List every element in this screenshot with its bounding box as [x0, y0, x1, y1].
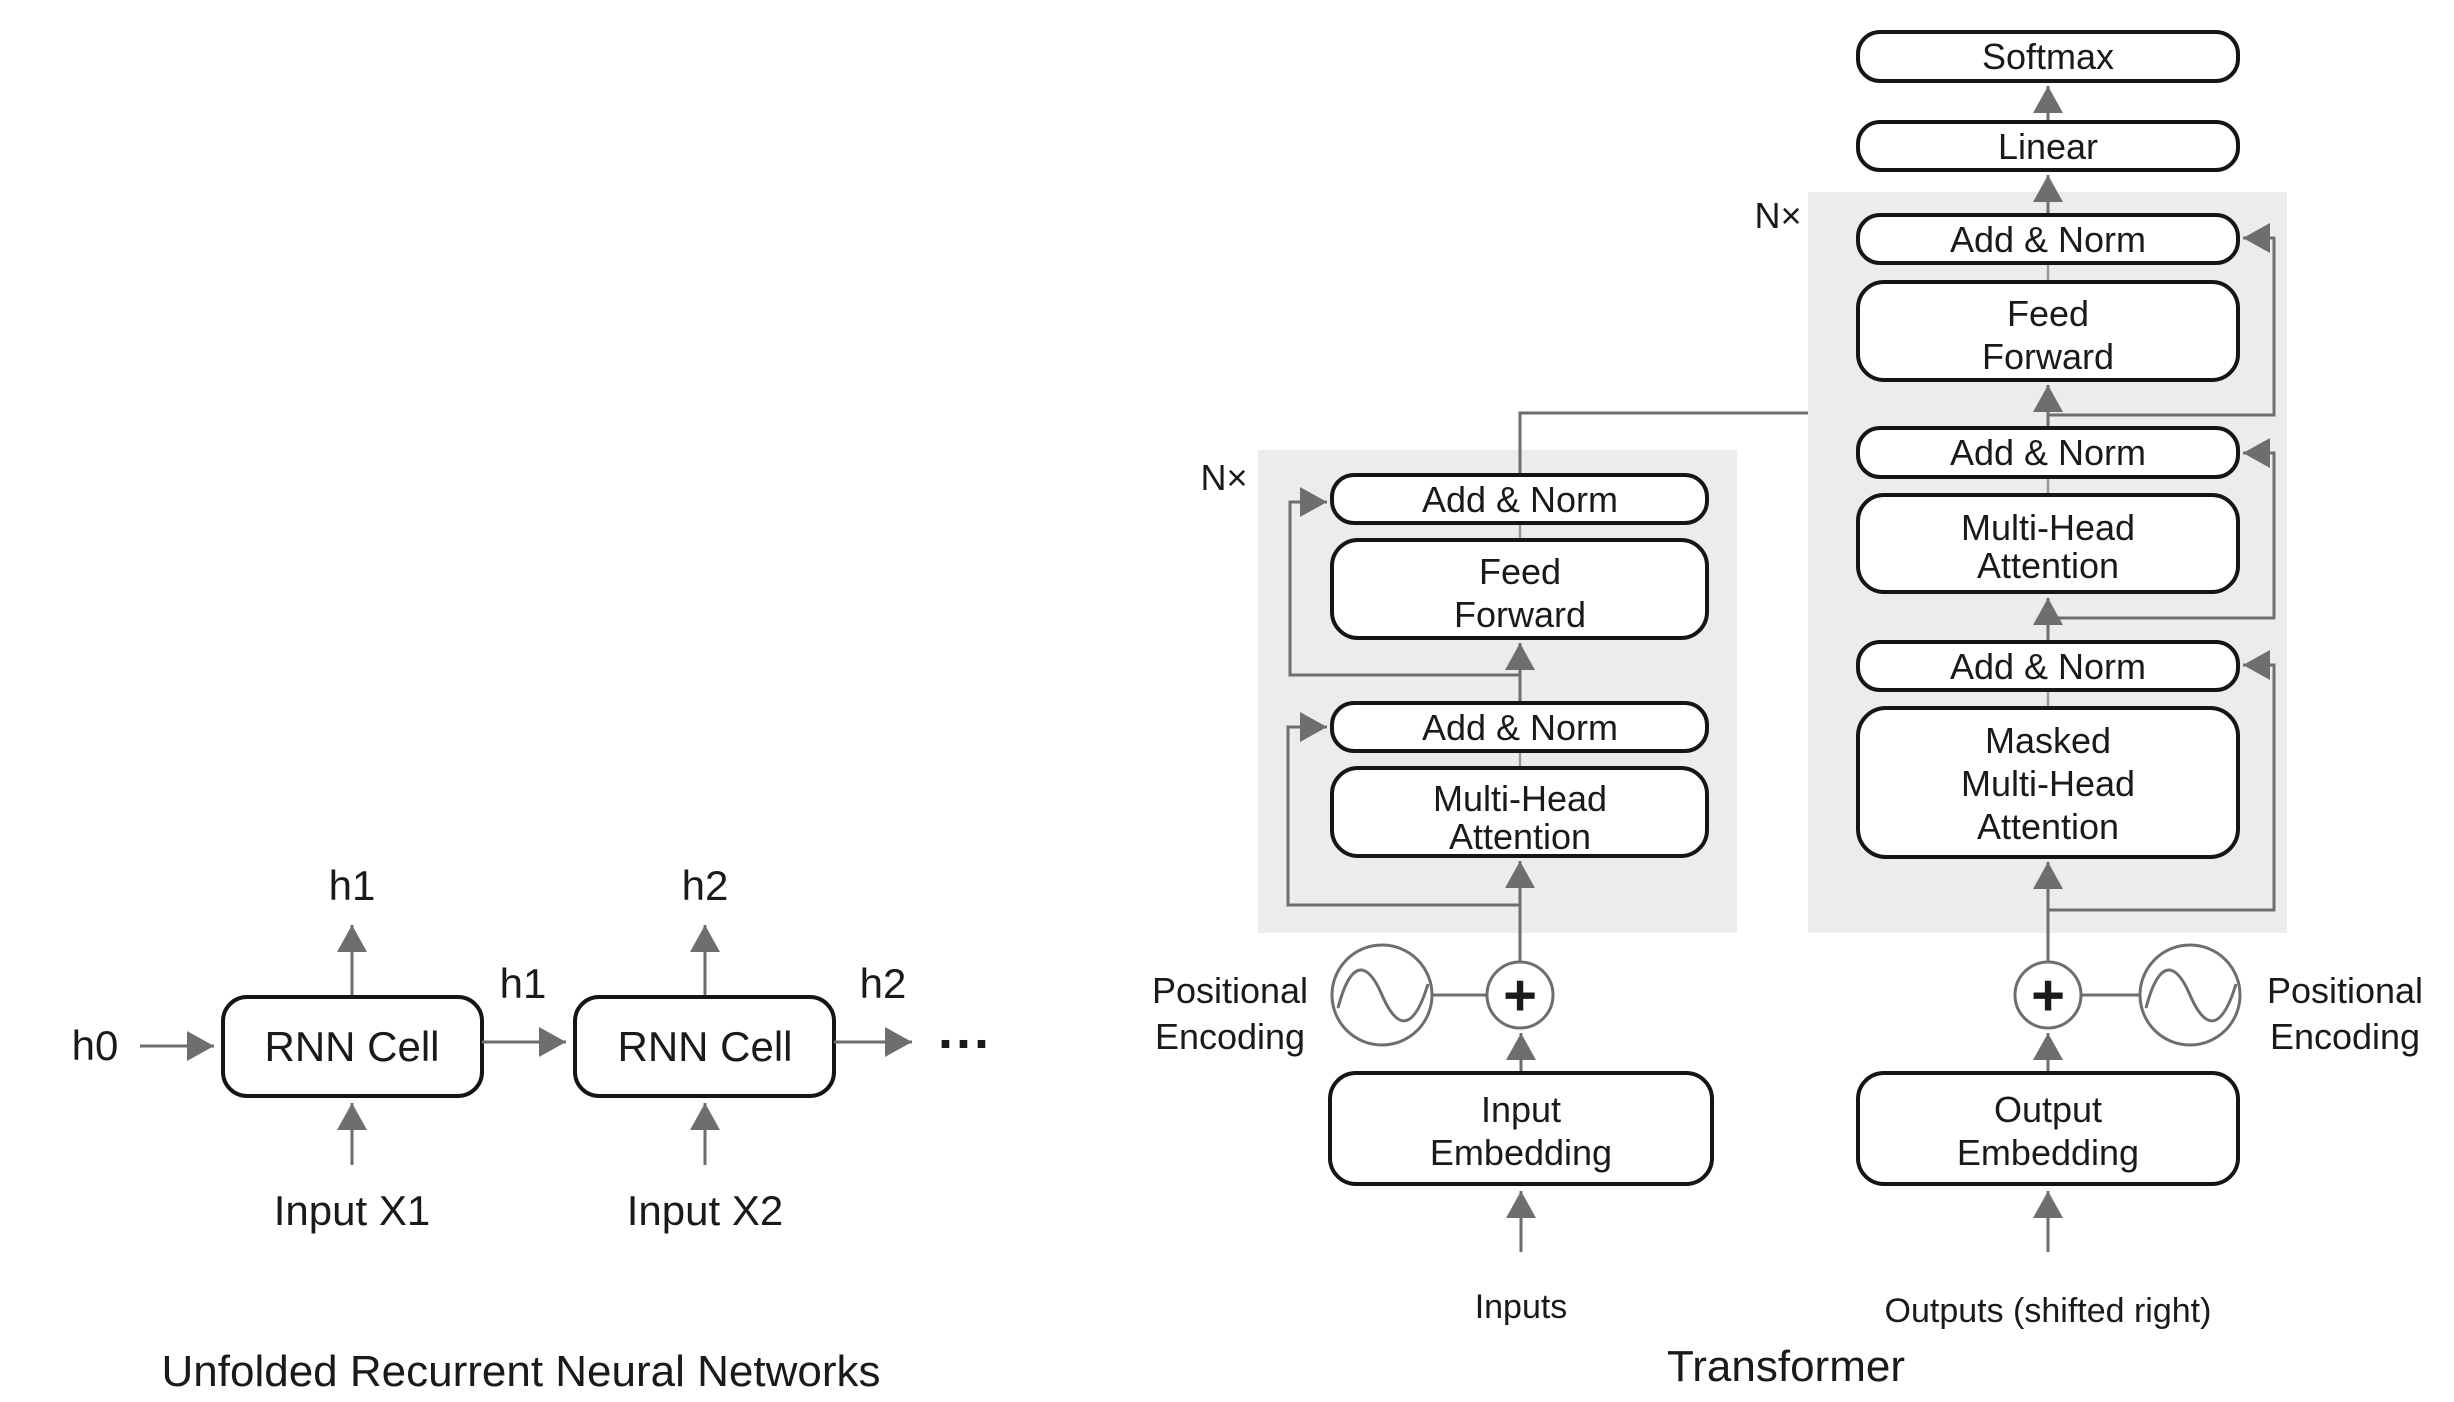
encoder-add-norm-1-box: [1330, 473, 1709, 525]
encoder-positional-label-1: Positional: [1152, 970, 1308, 1011]
encoder-feed-forward-box: [1330, 538, 1709, 640]
decoder-plus-icon: +: [2031, 963, 2065, 1028]
outputs-label: Outputs (shifted right): [1885, 1292, 2212, 1330]
encoder-plus-icon: +: [1503, 963, 1537, 1028]
rnn-cell-2-box: [573, 995, 836, 1098]
masked-multi-head-attention-label-3: Attention: [1977, 806, 2119, 847]
encoder-multi-head-attention-label-1: Multi-Head: [1433, 778, 1607, 819]
decoder-multi-head-attention-box: [1856, 493, 2240, 594]
decoder-feed-forward-box: [1856, 280, 2240, 382]
softmax-label: Softmax: [1982, 36, 2114, 77]
rnn-h1-top-label: h1: [329, 862, 376, 909]
linear-box: [1856, 120, 2240, 172]
decoder-add-norm-1-label: Add & Norm: [1950, 219, 2146, 260]
rnn-h0-label: h0: [72, 1022, 119, 1069]
softmax-box: [1856, 30, 2240, 83]
decoder-add-norm-2-box: [1856, 426, 2240, 479]
rnn-title: Unfolded Recurrent Neural Networks: [162, 1347, 881, 1396]
decoder-feed-forward-label-1: Feed: [2007, 293, 2089, 334]
rnn-cell-1-label: RNN Cell: [264, 1023, 439, 1070]
decoder-n-label: N×: [1754, 195, 1801, 236]
masked-multi-head-attention-label-2: Multi-Head: [1961, 763, 2135, 804]
encoder-add-norm-2-box: [1330, 701, 1709, 753]
input-embedding-label-2: Embedding: [1430, 1132, 1612, 1173]
encoder-multi-head-attention-box: [1330, 766, 1709, 858]
decoder-feed-forward-label-2: Forward: [1982, 336, 2114, 377]
rnn-diagram: h0 RNN Cell h1 Input X1 h1 RNN Cell h2 I…: [72, 862, 992, 1396]
encoder-feed-forward-label-1: Feed: [1479, 551, 1561, 592]
decoder-positional-label-2: Encoding: [2270, 1016, 2420, 1057]
decoder-sine-wave-icon: [2144, 968, 2238, 1023]
encoder-add-circle: [1485, 960, 1555, 1030]
transformer-decoder: N× Softmax Linear Add & Norm Feed Forw: [1754, 30, 2423, 1330]
input-embedding-label-1: Input: [1481, 1089, 1561, 1130]
rnn-cell-2-label: RNN Cell: [617, 1023, 792, 1070]
encoder-feed-forward-label-2: Forward: [1454, 594, 1586, 635]
linear-label: Linear: [1998, 126, 2098, 167]
transformer-encoder: N× Add & Norm Feed Forward Add & Norm Mu…: [1152, 411, 1991, 1326]
masked-multi-head-attention-box: [1856, 706, 2240, 859]
encoder-n-label: N×: [1200, 457, 1247, 498]
masked-multi-head-attention-label-1: Masked: [1985, 720, 2111, 761]
encoder-add-norm-1-label: Add & Norm: [1422, 479, 1618, 520]
rnn-cell-1-box: [221, 995, 484, 1098]
encoder-sine-wave-icon: [1336, 968, 1430, 1023]
rnn-input-x2-label: Input X2: [627, 1187, 783, 1234]
decoder-multi-head-attention-label-1: Multi-Head: [1961, 507, 2135, 548]
encoder-multi-head-attention-label-2: Attention: [1449, 816, 1591, 857]
rnn-input-x1-label: Input X1: [274, 1187, 430, 1234]
inputs-label: Inputs: [1475, 1288, 1568, 1326]
decoder-add-norm-1-box: [1856, 213, 2240, 265]
decoder-residual-1: [2048, 223, 2276, 417]
decoder-multi-head-attention-label-2: Attention: [1977, 545, 2119, 586]
output-embedding-label-1: Output: [1994, 1089, 2102, 1130]
decoder-positional-label-1: Positional: [2267, 970, 2423, 1011]
rnn-h2-out-label: h2: [860, 960, 907, 1007]
decoder-residual-3: [2048, 650, 2276, 912]
encoder-positional-label-2: Encoding: [1155, 1016, 1305, 1057]
rnn-h2-top-label: h2: [682, 862, 729, 909]
transformer-title: Transformer: [1667, 1342, 1905, 1391]
rnn-h1-between-label: h1: [500, 960, 547, 1007]
rnn-ellipsis: ...: [938, 1000, 992, 1060]
decoder-add-norm-3-label: Add & Norm: [1950, 646, 2146, 687]
decoder-residual-2: [2048, 438, 2276, 620]
transformer-diagram: N× Add & Norm Feed Forward Add & Norm Mu…: [1152, 30, 2423, 1391]
output-embedding-label-2: Embedding: [1957, 1132, 2139, 1173]
decoder-add-norm-3-box: [1856, 640, 2240, 692]
encoder-residual-2: [1286, 712, 1520, 907]
encoder-add-norm-2-label: Add & Norm: [1422, 707, 1618, 748]
decoder-add-norm-2-label: Add & Norm: [1950, 432, 2146, 473]
encoder-residual-1: [1288, 487, 1520, 677]
input-embedding-box: [1328, 1071, 1714, 1186]
output-embedding-box: [1856, 1071, 2240, 1186]
